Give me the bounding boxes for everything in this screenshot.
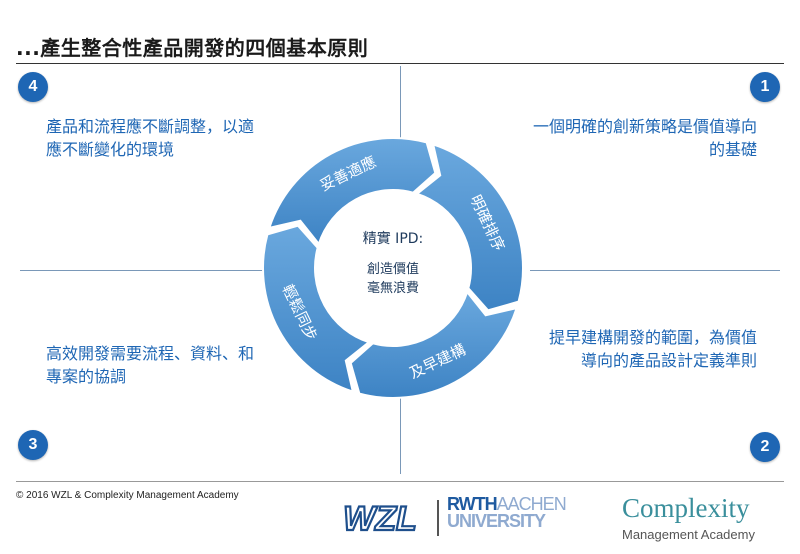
principle-1-text: 一個明確的創新策略是價值導向 的基礎	[532, 117, 757, 159]
principle-2-text: 提早建構開發的範圍，為價值 導向的產品設計定義準則	[548, 328, 757, 370]
horizontal-divider-left	[20, 270, 270, 271]
badge-1: 1	[750, 72, 780, 102]
cycle-segment	[262, 224, 371, 394]
vertical-divider-bottom	[400, 388, 401, 474]
svg-text:WZL: WZL	[343, 500, 417, 536]
complexity-logo: Complexity	[622, 493, 750, 523]
badge-3: 3	[18, 430, 48, 460]
title-divider	[16, 63, 784, 64]
wzl-logo: WZL	[330, 500, 430, 536]
principle-3-text: 高效開發需要流程、資料、和 專案的協調	[46, 344, 255, 386]
center-text: 精實 IPD: 創造價值 毫無浪費	[362, 231, 424, 296]
page-title: ...產生整合性產品開發的四個基本原則	[16, 36, 369, 60]
horizontal-divider-right	[530, 270, 780, 271]
cycle-segment	[349, 290, 519, 399]
copyright: © 2016 WZL & Complexity Management Acade…	[16, 490, 239, 501]
cycle-segment	[267, 137, 437, 246]
cycle-center	[317, 192, 469, 344]
cycle-segment	[415, 142, 524, 312]
rwth-logo: RWTHAACHEN UNIVERSITY	[447, 494, 567, 531]
vertical-divider-top	[400, 66, 401, 166]
footer-divider	[16, 481, 784, 482]
principle-4-text: 產品和流程應不斷調整，以適 應不斷變化的環境	[46, 117, 255, 159]
badge-2: 2	[750, 432, 780, 462]
logo-separator	[437, 500, 439, 536]
badge-4: 4	[18, 72, 48, 102]
complexity-logo-subtitle: Management Academy	[622, 527, 755, 542]
